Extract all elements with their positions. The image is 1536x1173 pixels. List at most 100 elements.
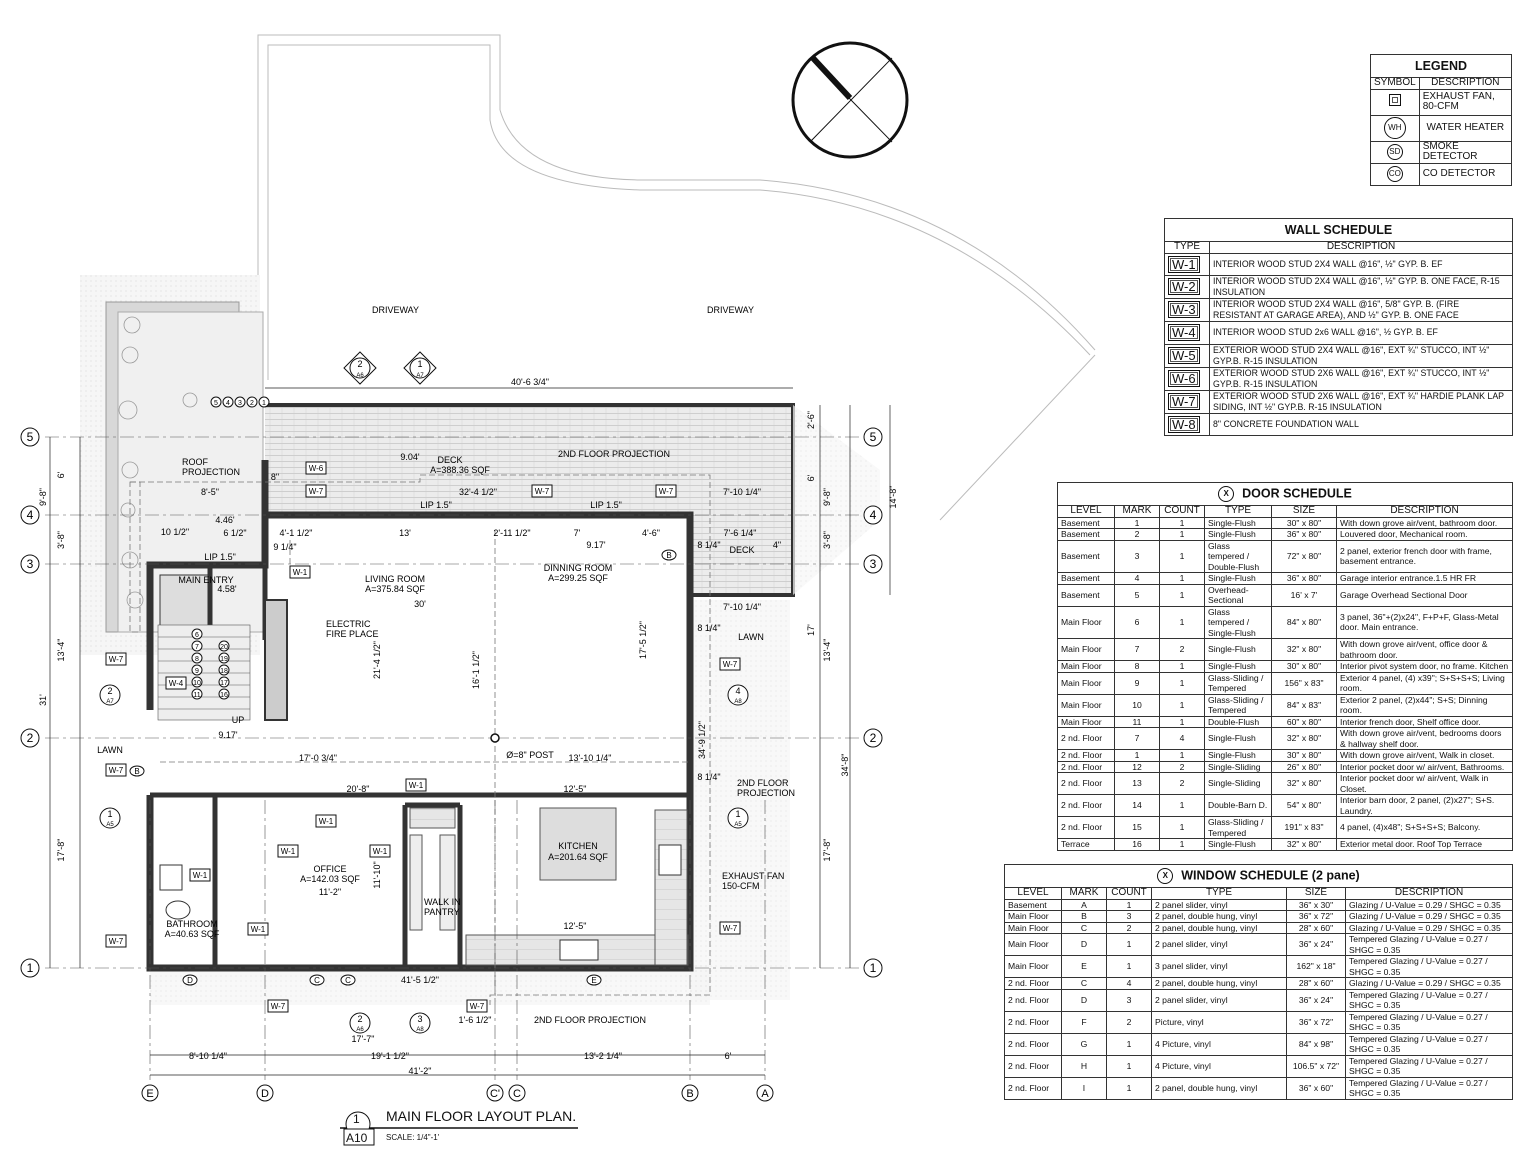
- table-cell: Interior barn door, 2 panel, (2)x27"; S+…: [1336, 794, 1513, 817]
- svg-text:4: 4: [226, 400, 230, 407]
- stair-up-label: UP: [232, 715, 245, 725]
- table-cell: Main Floor: [1057, 715, 1115, 728]
- table-cell: 84" x 98": [1286, 1032, 1346, 1056]
- dim-8-in: 8": [271, 472, 279, 482]
- table-cell: Single-Flush: [1204, 727, 1272, 750]
- table-cell: 2 nd. Floor: [1004, 1032, 1062, 1056]
- column-header: TYPE: [1204, 505, 1272, 518]
- svg-text:W-7: W-7: [535, 487, 550, 496]
- svg-text:D: D: [261, 1088, 269, 1100]
- table-cell: 2 panel, double hung, vinyl: [1151, 1076, 1287, 1100]
- table-cell: 5: [1114, 583, 1160, 607]
- svg-text:W-7: W-7: [723, 660, 738, 669]
- svg-text:E: E: [591, 976, 596, 985]
- wall-description: INTERIOR WOOD STUD 2X4 WALL @16", ½" GYP…: [1209, 274, 1513, 299]
- table-cell: Single-Flush: [1204, 660, 1272, 673]
- table-cell: 28" x 60": [1286, 921, 1346, 934]
- table-cell: 2 nd. Floor: [1057, 772, 1115, 795]
- table-cell: 2 panel slider, vinyl: [1151, 898, 1287, 911]
- sink-icon: [559, 939, 599, 961]
- table-cell: I: [1061, 1076, 1107, 1100]
- wall-description: INTERIOR WOOD STUD 2X4 WALL @16", ½" GYP…: [1209, 252, 1513, 276]
- table-cell: Glazing / U-Value = 0.29 / SHGC = 0.35: [1345, 898, 1513, 911]
- grid-row-2-right: 2: [863, 728, 883, 748]
- svg-text:1: 1: [262, 400, 266, 407]
- svg-text:A8: A8: [416, 1027, 424, 1033]
- table-cell: 36" x 30": [1286, 898, 1346, 911]
- elev-9-04: 9.04': [400, 452, 420, 462]
- table-cell: H: [1061, 1054, 1107, 1078]
- svg-text:17': 17': [806, 624, 816, 636]
- svg-text:W-1: W-1: [293, 568, 308, 577]
- svg-text:34'-9 1/2": 34'-9 1/2": [697, 721, 707, 759]
- kitchen-counter-side: [654, 809, 688, 966]
- wall-col-description: DESCRIPTION: [1209, 241, 1513, 254]
- dim-1-6-1-2: 1'-6 1/2": [459, 1015, 492, 1025]
- legend-desc-exhaust-fan: EXHAUST FAN, 80-CFM: [1418, 88, 1513, 116]
- table-cell: Tempered Glazing / U-Value = 0.27 / SHGC…: [1345, 1054, 1513, 1078]
- dim-8-1-4-a: 8 1/4": [697, 772, 720, 782]
- table-cell: 36" x 24": [1286, 988, 1346, 1012]
- grid-lines: [45, 436, 860, 1080]
- column-header: SIZE: [1271, 505, 1337, 518]
- legend-table: LEGEND SYMBOL DESCRIPTION EXHAUST FAN, 8…: [1370, 54, 1513, 186]
- driveway-outline: [257, 34, 1096, 521]
- svg-text:34'-8": 34'-8": [840, 754, 850, 777]
- svg-text:3'-8": 3'-8": [822, 531, 832, 549]
- table-cell: Basement: [1004, 898, 1062, 911]
- table-cell: F: [1061, 1010, 1107, 1034]
- table-cell: Single-Flush: [1204, 749, 1272, 762]
- svg-text:A6: A6: [356, 373, 364, 379]
- table-cell: 4 Picture, vinyl: [1151, 1054, 1287, 1078]
- bathroom-label: BATHROOM: [166, 919, 217, 929]
- dim-6: 6': [725, 1051, 732, 1061]
- table-cell: 1: [1106, 933, 1152, 956]
- svg-text:2: 2: [357, 1014, 362, 1024]
- svg-text:E: E: [146, 1088, 153, 1100]
- water-heater-icon: WH: [1383, 117, 1406, 139]
- table-cell: Main Floor: [1004, 955, 1062, 978]
- svg-text:9'-8": 9'-8": [38, 488, 48, 506]
- section-marker-1-A7: 1A7: [403, 351, 437, 385]
- window-schedule-marker: X: [1157, 868, 1174, 884]
- svg-text:13'-4": 13'-4": [822, 639, 832, 662]
- table-cell: Main Floor: [1004, 910, 1062, 923]
- dim-17-7: 17'-7": [352, 1034, 375, 1044]
- dim-8-1-4-b: 8 1/4": [697, 540, 720, 550]
- svg-text:6': 6': [806, 474, 816, 481]
- dim-4-1-1-2: 4'-1 1/2": [280, 528, 313, 538]
- section-marker-3-A8: 3A8: [409, 1012, 431, 1034]
- svg-text:A7: A7: [416, 373, 424, 379]
- svg-text:W-7: W-7: [659, 487, 674, 496]
- table-cell: Glass tempered / Single-Flush: [1204, 605, 1272, 639]
- table-cell: 16: [1114, 838, 1160, 851]
- svg-text:4: 4: [27, 508, 34, 522]
- grid-col-Cp: C': [486, 1084, 504, 1102]
- sink-bath-icon: [159, 864, 183, 891]
- svg-text:B: B: [134, 767, 139, 776]
- elev-4-46: 4.46': [215, 515, 235, 525]
- svg-text:W-7: W-7: [109, 655, 124, 664]
- table-cell: 191" x 83": [1271, 816, 1337, 839]
- grid-col-C: C: [508, 1084, 526, 1102]
- svg-text:2: 2: [870, 731, 877, 745]
- wall-description: EXTERIOR WOOD STUD 2X6 WALL @16", EXT ¾"…: [1209, 366, 1513, 391]
- grid-bubbles: 5 4 3 2 1 5 4 3 2 1 E D C' C B A: [20, 427, 883, 1102]
- section-marker-4-A8: 4A8: [727, 684, 749, 706]
- svg-text:W-6: W-6: [309, 464, 324, 473]
- wall-tags: W-6 W-7 W-7 W-7 W-1 W-7 W-4 W-7 W-1 W-1 …: [105, 461, 741, 1013]
- table-cell: 4: [1114, 572, 1160, 585]
- legend-desc-co-detector: CO DETECTOR: [1418, 162, 1513, 186]
- grid-row-1-left: 1: [20, 958, 40, 978]
- dinning-room-area: A=299.25 SQF: [548, 573, 608, 583]
- elev-4-58: 4.58': [217, 584, 237, 594]
- second-floor-projection-top-label: 2ND FLOOR PROJECTION: [558, 449, 670, 459]
- table-cell: 54" x 80": [1271, 794, 1337, 817]
- grid-col-B: B: [681, 1084, 699, 1102]
